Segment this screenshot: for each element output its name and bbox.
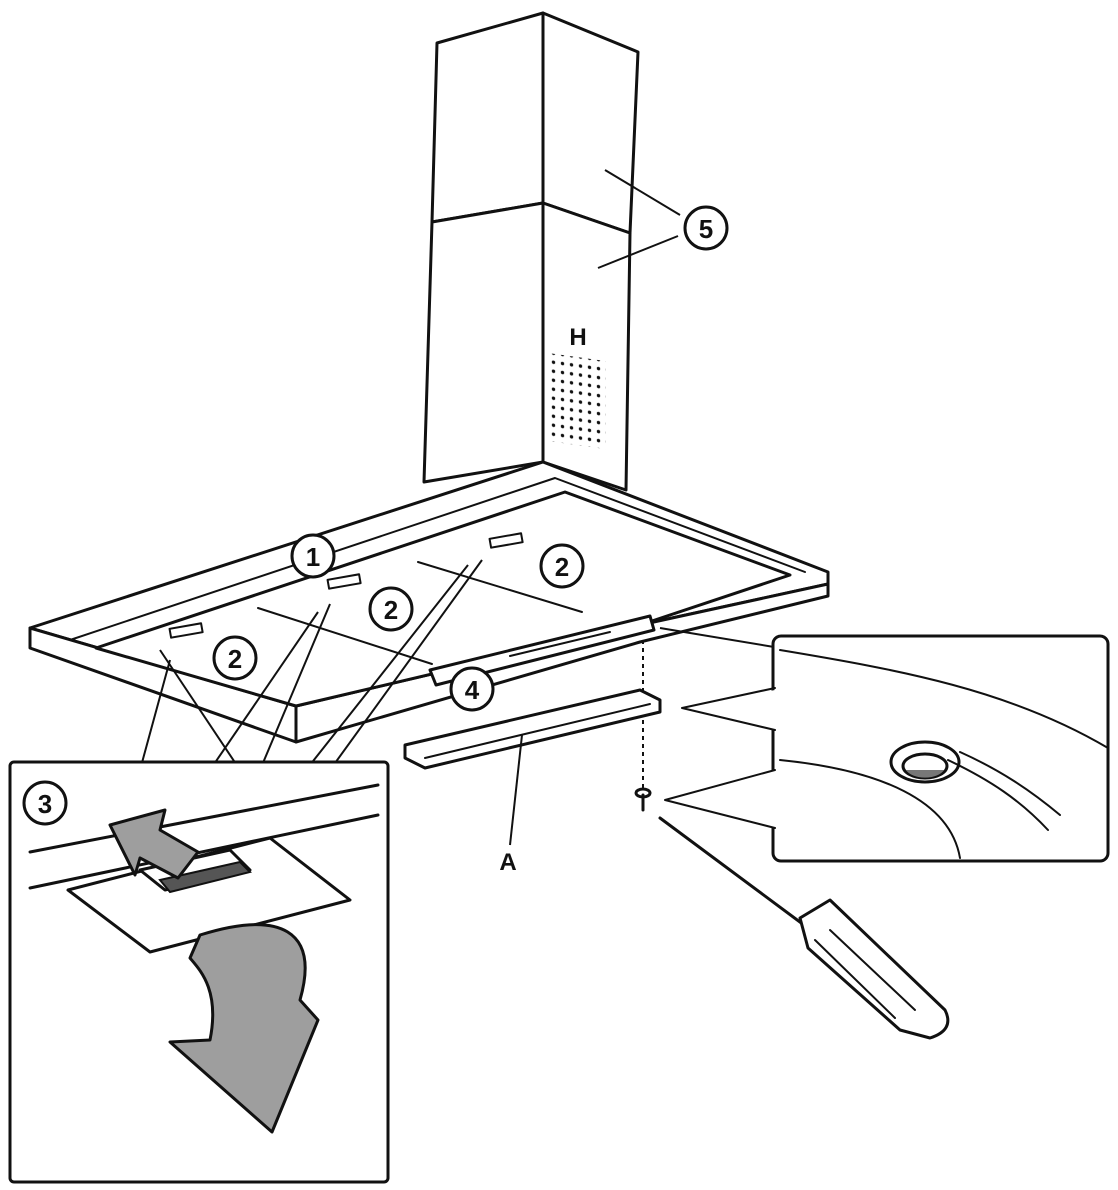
callout-4: 4	[449, 666, 495, 712]
hood-canopy	[28, 460, 830, 790]
svg-text:4: 4	[465, 675, 480, 705]
svg-text:2: 2	[555, 552, 569, 582]
label-a: A	[499, 849, 516, 876]
callout-2-middle: 2	[368, 586, 414, 632]
part-a-cover	[403, 688, 662, 846]
filter-leaders	[139, 559, 483, 771]
screw	[634, 787, 652, 812]
callout-5: 5	[683, 205, 729, 251]
grommet-detail-panel	[664, 634, 1110, 863]
vent-grille	[548, 353, 606, 450]
svg-text:1: 1	[306, 542, 320, 572]
svg-text:3: 3	[38, 789, 52, 819]
callout-1: 1	[290, 533, 336, 579]
svg-text:5: 5	[699, 214, 713, 244]
chimney	[422, 11, 681, 492]
callout-2-right: 2	[539, 543, 585, 589]
svg-text:2: 2	[228, 644, 242, 674]
callout-3: 3	[22, 780, 68, 826]
pull-down-arrow-icon	[168, 923, 320, 1134]
svg-text:2: 2	[384, 595, 398, 625]
label-h: H	[569, 324, 586, 351]
callout-2-left: 2	[212, 635, 258, 681]
push-arrow-icon	[108, 808, 200, 880]
screwdriver-icon	[658, 816, 950, 1040]
filter-release-detail-panel	[8, 760, 390, 1184]
